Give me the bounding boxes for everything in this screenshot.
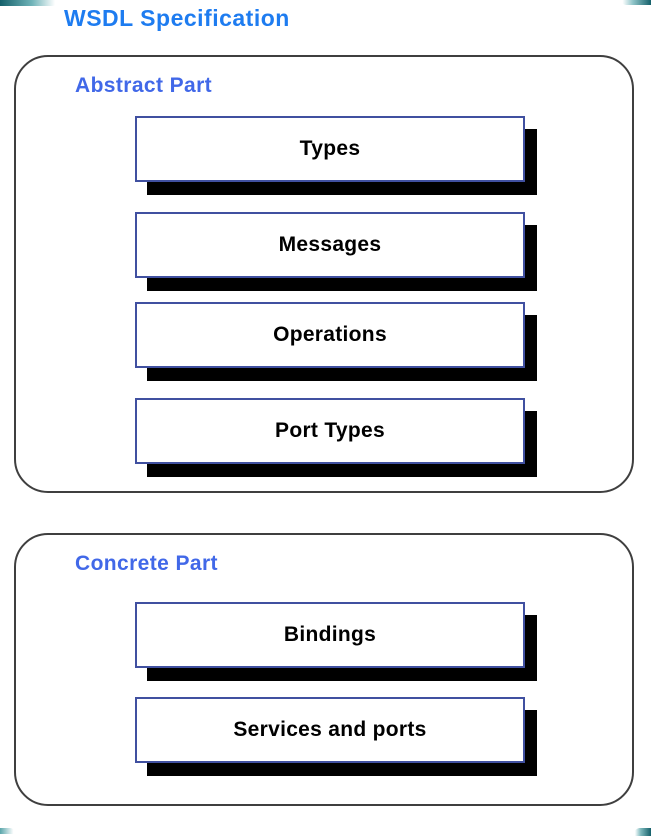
abstract-part-label: Abstract Part xyxy=(75,74,213,97)
teal-border-artifact-bottom-left xyxy=(0,828,15,834)
services-and-ports-box: Services and ports xyxy=(135,697,525,763)
teal-border-artifact-top-right xyxy=(621,0,651,5)
types-box: Types xyxy=(135,116,525,182)
port-types-box: Port Types xyxy=(135,398,525,464)
operations-box: Operations xyxy=(135,302,525,368)
types-box-label: Types xyxy=(299,137,361,160)
bindings-box-label: Bindings xyxy=(283,623,377,646)
messages-box: Messages xyxy=(135,212,525,278)
services-and-ports-box-label: Services and ports xyxy=(233,718,427,741)
messages-box-label: Messages xyxy=(278,233,382,256)
port-types-box-label: Port Types xyxy=(275,419,385,442)
abstract-part-container: Abstract Part Types Messages Operations … xyxy=(14,55,634,493)
diagram-title: WSDL Specification xyxy=(64,5,290,31)
teal-border-artifact-bottom-right xyxy=(634,828,651,836)
concrete-part-label: Concrete Part xyxy=(75,552,218,575)
teal-border-artifact-top-left xyxy=(0,0,58,6)
bindings-box: Bindings xyxy=(135,602,525,668)
concrete-part-container: Concrete Part Bindings Services and port… xyxy=(14,533,634,806)
operations-box-label: Operations xyxy=(273,323,387,346)
